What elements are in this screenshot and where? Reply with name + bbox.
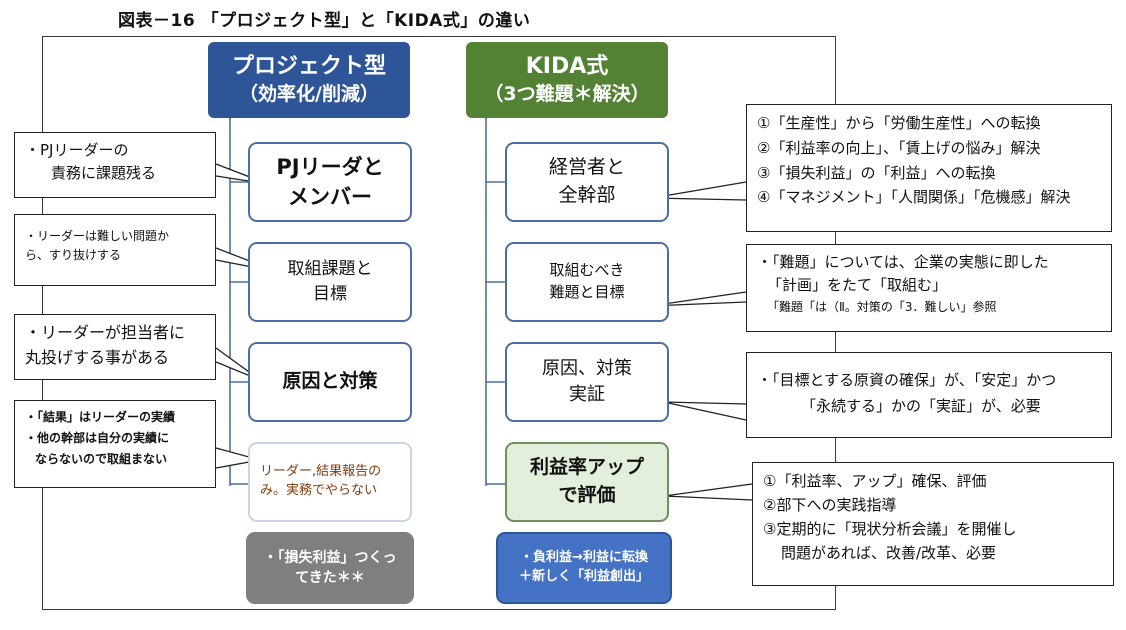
- left-footer-line: ・「損失利益」つくっ: [263, 549, 397, 566]
- left-note-pj-leader: ・PJリーダーの 責務に課題残る: [14, 132, 216, 198]
- note-line: 「計画」をたて「取組む」: [767, 276, 948, 295]
- note-line: ・「結果」はリーダーの実績: [25, 410, 176, 424]
- left-box-line: 原因と対策: [282, 370, 378, 393]
- note-line: ・「難題」については、企業の実態に即した: [757, 253, 1049, 271]
- note-line: ③「損失利益」の「利益」への転換: [757, 163, 996, 182]
- project-type-header-title: プロジェクト型: [231, 54, 386, 80]
- right-box-line: 利益率アップ: [529, 456, 644, 479]
- right-box-line: 取組むべき: [549, 261, 625, 280]
- project-type-header: プロジェクト型 （効率化/削減）: [208, 42, 410, 118]
- project-type-header-subtitle: （効率化/削減）: [239, 83, 379, 106]
- right-note-challenges: ・「難題」については、企業の実態に即した 「計画」をたて「取組む」 「難題「は（…: [746, 244, 1112, 332]
- left-box-line: PJリーダと: [276, 154, 384, 179]
- note-line: ・他の幹部は自分の実績に: [25, 431, 170, 445]
- left-box-line: 目標: [313, 284, 347, 304]
- note-line: ②「利益率の向上」、「賃上げの悩み」解決: [757, 138, 1041, 157]
- note-line: ①「利益率、アップ」確保、評価: [763, 472, 987, 490]
- left-box-report: リーダー,結果報告の み。実務でやらない: [248, 442, 412, 522]
- right-footer-line: ＋新しく「利益創出」: [518, 569, 649, 584]
- note-line: ・「目標とする原資の確保」が、「安定」かつ: [757, 371, 1057, 389]
- note-line: ②部下への実践指導: [763, 496, 897, 514]
- right-note-conversion: ①「生産性」から「労働生産性」への転換 ②「利益率の向上」、「賃上げの悩み」解決…: [746, 104, 1112, 232]
- left-box-line: み。実務でやらない: [260, 483, 378, 498]
- note-line: 責務に課題残る: [51, 164, 157, 183]
- left-box-pj-leader: PJリーダと メンバー: [248, 142, 412, 222]
- note-line: 丸投げする事がある: [25, 347, 170, 367]
- right-box-challenges: 取組むべき 難題と目標: [505, 242, 669, 322]
- left-footer: ・「損失利益」つくっ てきた＊＊: [246, 532, 414, 604]
- left-box-line: リーダー,結果報告の: [260, 464, 382, 480]
- left-box-line: メンバー: [288, 185, 372, 209]
- right-box-proof: 原因、対策 実証: [505, 342, 669, 422]
- right-box-line: で評価: [558, 484, 616, 506]
- note-line: ならないので取組まない: [35, 452, 168, 466]
- left-box-cause: 原因と対策: [248, 342, 412, 422]
- kida-header: KIDA式 （3つ難題＊解決）: [466, 42, 668, 118]
- right-box-line: 全幹部: [558, 184, 616, 206]
- note-line: ・リーダーは難しい問題か: [25, 229, 170, 243]
- right-box-line: 実証: [569, 384, 605, 405]
- note-line: 「永続する」かの「実証」が、必要: [801, 397, 1041, 416]
- figure-title: 図表－16 「プロジェクト型」と「KIDA式」の違い: [118, 11, 531, 31]
- note-line: ら、すり抜けする: [25, 247, 122, 262]
- right-box-evaluation: 利益率アップ で評価: [505, 442, 669, 522]
- note-line: 「難題「は（Ⅱ。対策の「3．難しい」参照: [767, 299, 997, 314]
- left-note-leader-escape: ・リーダーは難しい問題か ら、すり抜けする: [14, 214, 216, 286]
- note-line: ①「生産性」から「労働生産性」への転換: [757, 114, 1041, 132]
- note-line: 問題があれば、改善/改革、必要: [781, 544, 997, 562]
- right-footer: ・負利益→利益に転換 ＋新しく「利益創出」: [496, 532, 672, 604]
- left-note-results: ・「結果」はリーダーの実績 ・他の幹部は自分の実績に ならないので取組まない: [14, 400, 216, 488]
- left-footer-line: てきた＊＊: [295, 570, 365, 586]
- right-box-line: 難題と目標: [549, 283, 625, 301]
- note-line: ④「マネジメント」「人間関係」「危機感」解決: [757, 188, 1071, 207]
- note-line: ③定期的に「現状分析会議」を開催し: [763, 520, 1017, 538]
- note-line: ・PJリーダーの: [25, 141, 129, 159]
- right-box-line: 原因、対策: [542, 357, 632, 379]
- right-box-line: 経営者と: [548, 156, 625, 179]
- note-line: ・リーダーが担当者に: [25, 323, 186, 342]
- kida-header-subtitle: （3つ難題＊解決）: [484, 83, 650, 106]
- left-note-delegate: ・リーダーが担当者に 丸投げする事がある: [14, 314, 216, 380]
- right-note-proof: ・「目標とする原資の確保」が、「安定」かつ 「永続する」かの「実証」が、必要: [746, 352, 1112, 438]
- left-box-tasks: 取組課題と 目標: [248, 242, 412, 322]
- right-box-executives: 経営者と 全幹部: [505, 142, 669, 222]
- kida-header-title: KIDA式: [525, 54, 609, 80]
- right-footer-line: ・負利益→利益に転換: [520, 550, 648, 566]
- left-box-line: 取組課題と: [287, 259, 373, 280]
- right-note-evaluation: ①「利益率、アップ」確保、評価 ②部下への実践指導 ③定期的に「現状分析会議」を…: [752, 462, 1114, 586]
